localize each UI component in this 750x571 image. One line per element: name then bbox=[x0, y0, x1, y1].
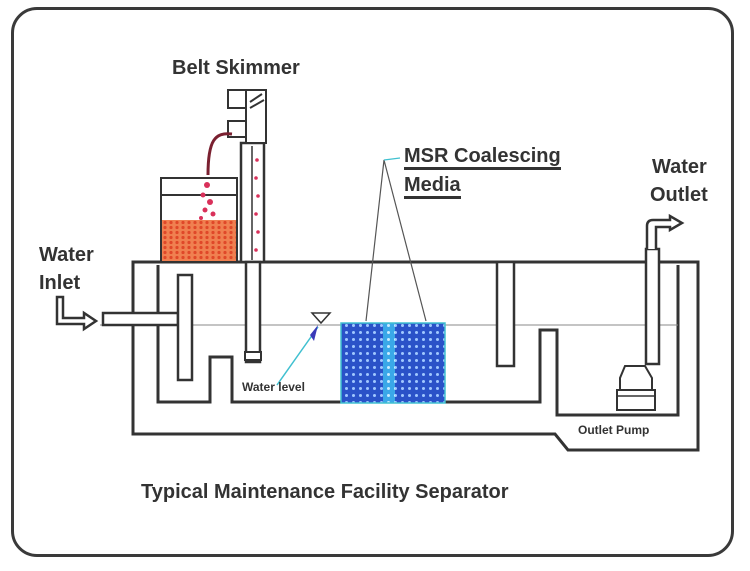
media-label-line2: Media bbox=[404, 175, 461, 199]
belt-skimmer-label: Belt Skimmer bbox=[172, 57, 300, 79]
outlet-pump-label: Outlet Pump bbox=[578, 423, 650, 437]
water-inlet-label-line2: Inlet bbox=[39, 272, 81, 294]
collected-oil bbox=[162, 220, 236, 261]
coalescing-media-pack-right bbox=[395, 323, 445, 403]
oil-droplets bbox=[199, 158, 260, 252]
inlet-pipe bbox=[101, 311, 180, 327]
outlet-elbow bbox=[645, 213, 685, 249]
outlet-pump bbox=[619, 365, 653, 391]
middle-baffle bbox=[495, 260, 516, 368]
diagram-title: Typical Maintenance Facility Separator bbox=[141, 481, 509, 503]
inlet-arrow-icon bbox=[55, 295, 99, 332]
water-outlet-label-line1: Water bbox=[652, 156, 707, 178]
media-label-line1: MSR Coalescing bbox=[404, 146, 561, 170]
outlet-riser-pipe bbox=[644, 247, 661, 366]
water-level-marker-icon bbox=[310, 312, 332, 325]
coalescing-media-center bbox=[383, 323, 395, 403]
inlet-baffle bbox=[176, 273, 194, 382]
skimmer-belt bbox=[244, 260, 262, 364]
tank-outer-wall bbox=[131, 260, 700, 452]
coalescing-media-pack-left bbox=[341, 323, 391, 403]
water-inlet-label-line1: Water bbox=[39, 244, 94, 266]
discharge-hose bbox=[206, 132, 233, 176]
water-level-label: Water level bbox=[242, 380, 305, 394]
diagram-frame bbox=[11, 7, 734, 557]
water-outlet-label-line2: Outlet bbox=[650, 184, 708, 206]
